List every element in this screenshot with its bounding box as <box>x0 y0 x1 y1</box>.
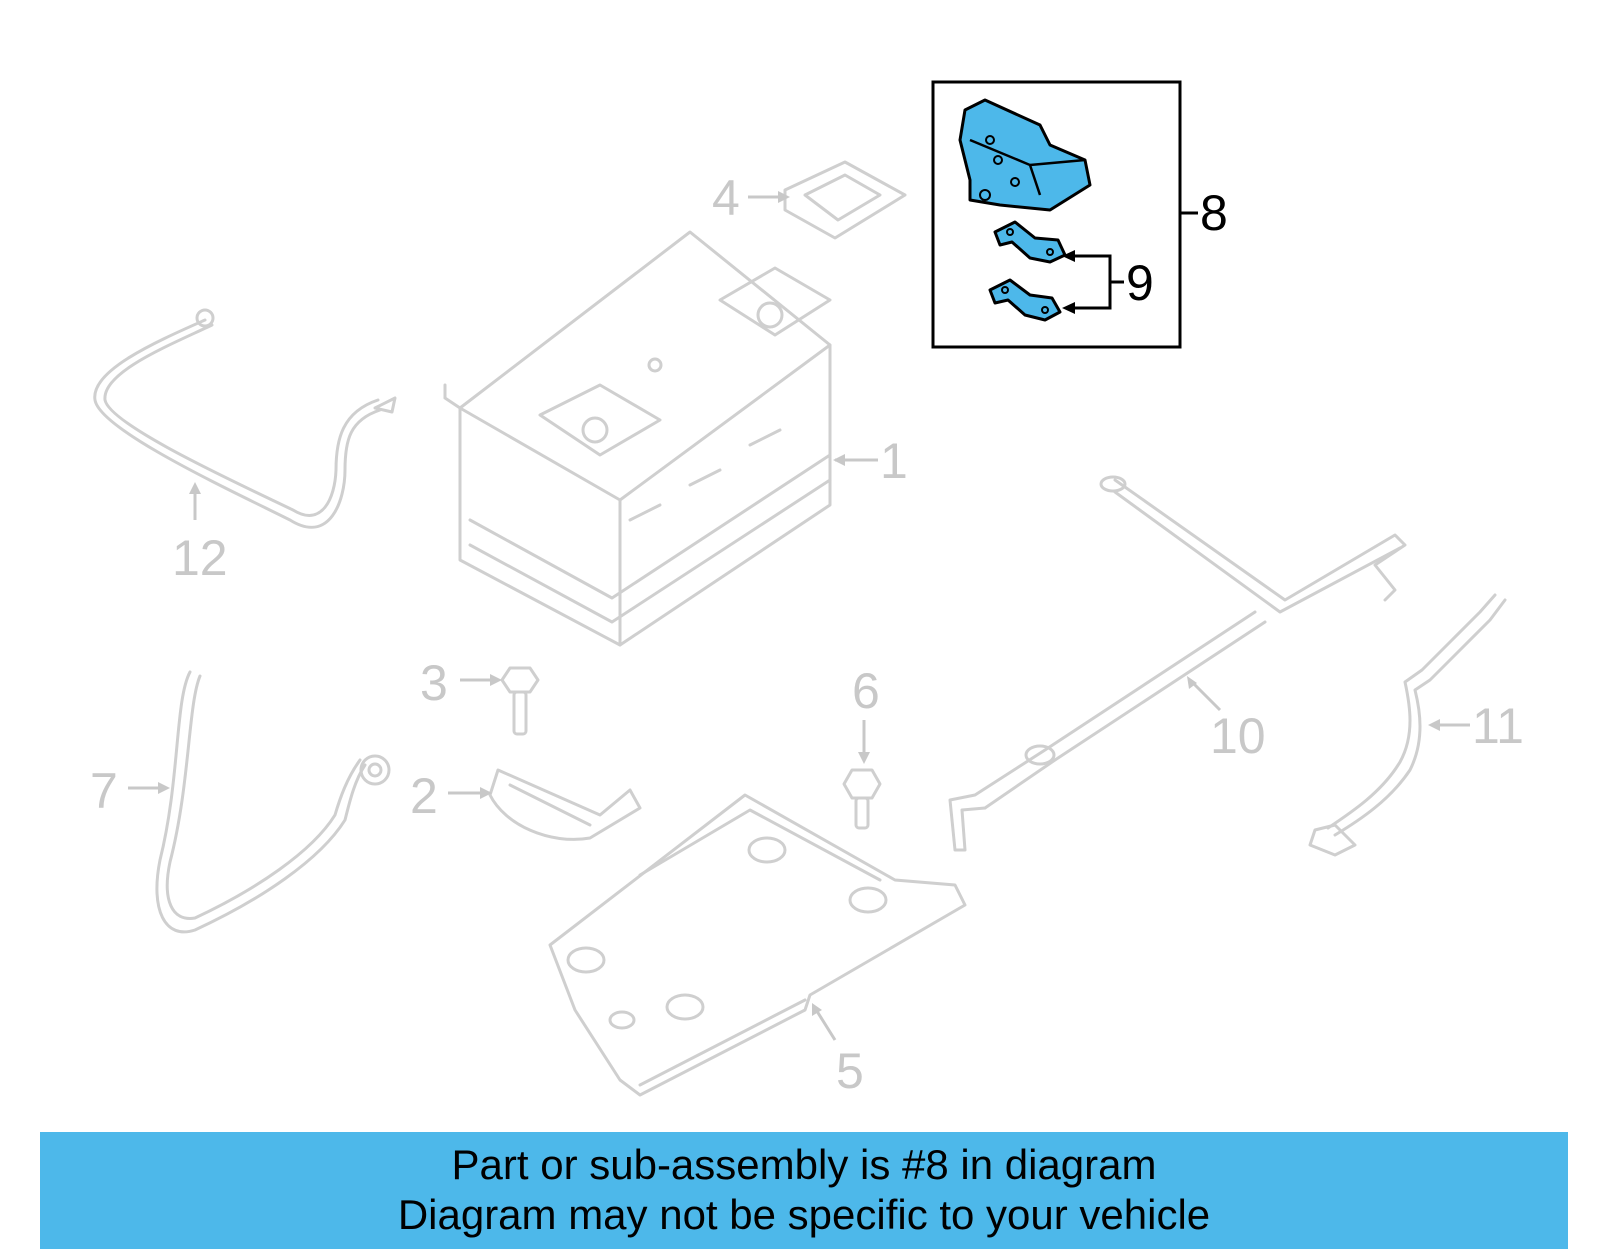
callout-12: 12 <box>172 482 228 586</box>
cable-10-part <box>948 475 1407 852</box>
cable-7-part <box>155 670 391 934</box>
callout-7: 7 <box>90 763 170 819</box>
cable-12-part <box>93 308 397 529</box>
part-9-bracket-upper <box>993 220 1067 264</box>
callout-4-label: 4 <box>712 170 740 226</box>
banner-line-2: Diagram may not be specific to your vehi… <box>397 1191 1211 1238</box>
cover-part <box>783 160 907 240</box>
callout-6-label: 6 <box>852 663 880 719</box>
callout-5: 5 <box>812 1003 864 1099</box>
callout-1-label: 1 <box>880 433 908 489</box>
callout-5-label: 5 <box>836 1043 864 1099</box>
callout-4: 4 <box>712 170 790 226</box>
callout-8: 8 <box>1180 185 1228 241</box>
banner-line-1: Part or sub-assembly is #8 in diagram <box>451 1141 1157 1188</box>
callout-7-label: 7 <box>90 763 118 819</box>
part-8-detail-box <box>931 80 1182 349</box>
callout-11-label: 11 <box>1472 698 1524 754</box>
callout-10-label: 10 <box>1210 708 1266 764</box>
callout-12-label: 12 <box>172 530 228 586</box>
callout-9-label: 9 <box>1126 255 1154 311</box>
info-banner: Part or sub-assembly is #8 in diagram Di… <box>40 1132 1568 1249</box>
callout-3-label: 3 <box>420 655 448 711</box>
bolt-6-part <box>842 768 882 830</box>
callout-8-label: 8 <box>1200 185 1228 241</box>
tray-part <box>548 793 967 1097</box>
callout-2-label: 2 <box>410 768 438 824</box>
callout-2: 2 <box>410 768 492 824</box>
callout-11: 11 <box>1428 698 1524 754</box>
battery-part <box>443 230 832 647</box>
part-8-fuse-assembly <box>958 98 1092 212</box>
callout-6: 6 <box>852 663 880 764</box>
callout-9: 9 <box>1062 250 1154 314</box>
cable-11-part <box>1308 593 1507 857</box>
bolt-3-part <box>500 666 540 736</box>
callout-10: 10 <box>1187 676 1266 764</box>
callout-1: 1 <box>833 433 908 489</box>
part-9-bracket-lower <box>988 278 1062 322</box>
holddown-part <box>488 768 642 841</box>
callout-3: 3 <box>420 655 502 711</box>
